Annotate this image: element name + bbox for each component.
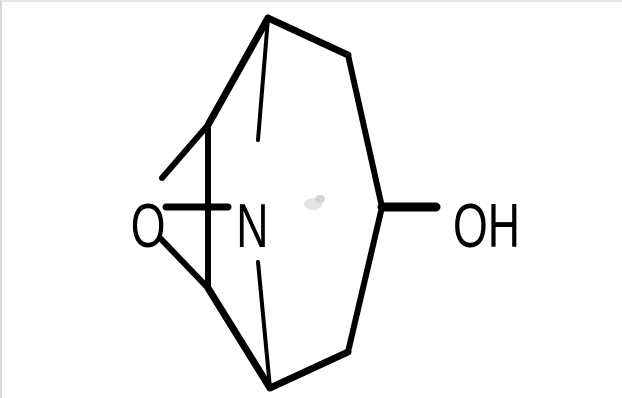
smudge-mark-2 (315, 195, 325, 203)
atom-label-oxygen: O (131, 192, 166, 261)
bond-bridgehead-top-to-nitrogen (256, 16, 270, 142)
bond-bridgehead-bottom-to-nitrogen (256, 260, 272, 390)
bond-epoxide-c2-to-bridgehead-bottom (204, 284, 274, 392)
bond-carbinol-to-c-lower (345, 204, 385, 355)
bond-bridgehead-top-to-epoxide-c1 (204, 14, 272, 129)
bond-epoxide-c1-oxygen (159, 122, 211, 181)
atom-label-hydroxyl: OH (453, 192, 520, 261)
bond-c-lower-to-bridgehead-bottom (266, 348, 352, 392)
bond-epoxide-c2-oxygen (157, 235, 211, 291)
bond-bridgehead-top-to-c-upper (264, 14, 352, 59)
bond-c-upper-to-carbinol (345, 52, 385, 210)
atom-label-nitrogen: N (236, 192, 268, 261)
